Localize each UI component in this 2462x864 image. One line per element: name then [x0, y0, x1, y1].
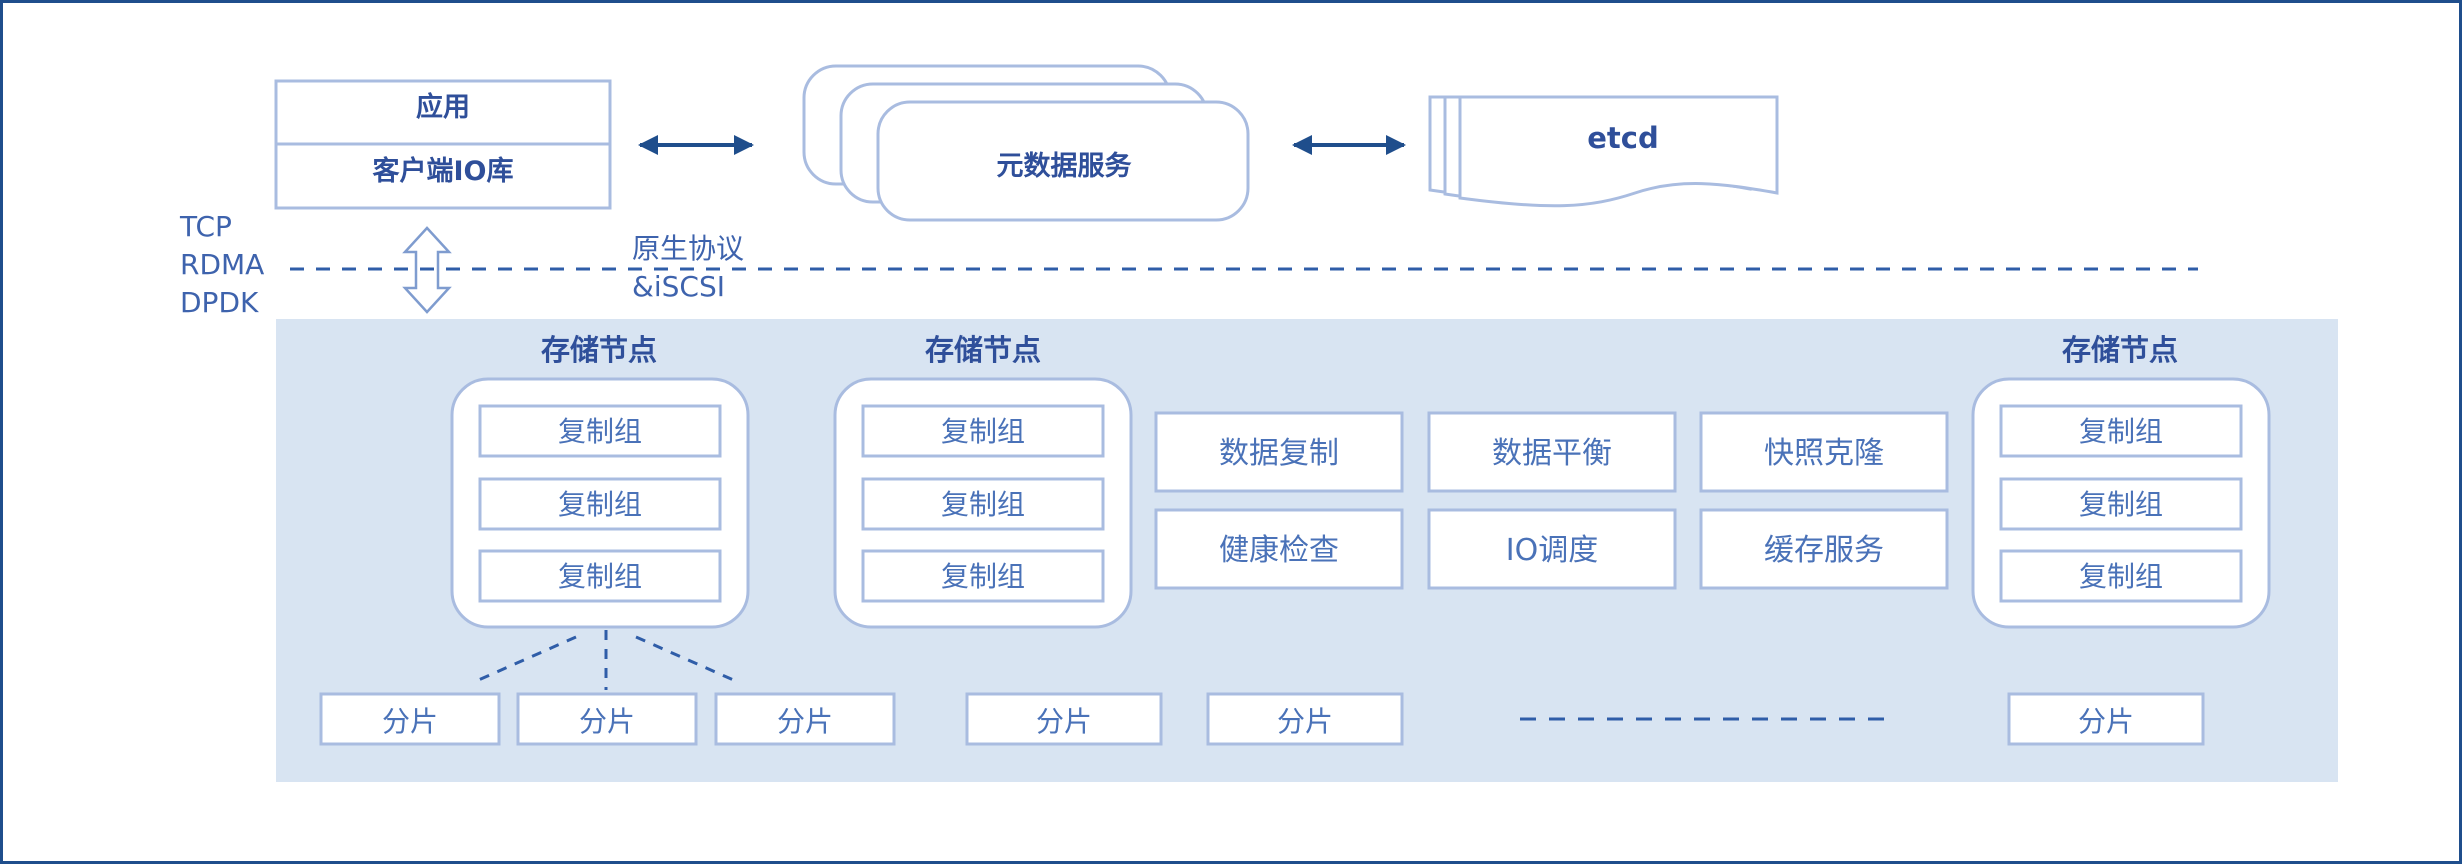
app-client-box: 应用 客户端IO库: [274, 79, 612, 210]
replication-group-label: 复制组: [2079, 488, 2163, 521]
service-label: 数据平衡: [1492, 436, 1612, 471]
metadata-service-label: 元数据服务: [997, 151, 1132, 182]
replication-group: 复制组: [1999, 404, 2243, 458]
etcd-label: etcd: [1587, 121, 1658, 155]
storage-node-title: 存储节点: [541, 333, 657, 367]
replication-group-label: 复制组: [558, 560, 642, 593]
service-box: 健康检查: [1154, 508, 1404, 590]
service-label: 缓存服务: [1764, 533, 1884, 568]
replication-group: 复制组: [478, 404, 722, 458]
protocol-iscsi: &iSCSI: [632, 270, 725, 303]
replication-group: 复制组: [478, 549, 722, 603]
shard-label: 分片: [1036, 705, 1092, 738]
replication-group-label: 复制组: [941, 560, 1025, 593]
node-shard-connectors: [473, 630, 739, 690]
etcd-document-stack: etcd: [1428, 95, 1779, 208]
shard-box: 分片: [1206, 692, 1404, 746]
protocol-dpdk: DPDK: [180, 286, 259, 319]
service-box: 缓存服务: [1699, 508, 1949, 590]
shard-label: 分片: [2078, 705, 2134, 738]
app-label: 应用: [416, 91, 470, 123]
shard-box: 分片: [2007, 692, 2205, 746]
protocol-tcp: TCP: [179, 210, 232, 243]
replication-group: 复制组: [478, 477, 722, 531]
replication-group: 复制组: [861, 549, 1105, 603]
storage-node-title: 存储节点: [925, 333, 1041, 367]
service-box: 数据平衡: [1427, 411, 1677, 493]
shard-label: 分片: [1277, 705, 1333, 738]
replication-group: 复制组: [861, 477, 1105, 531]
replication-group-label: 复制组: [2079, 560, 2163, 593]
protocol-rdma: RDMA: [180, 248, 264, 281]
shard-label: 分片: [382, 705, 438, 738]
replication-group: 复制组: [861, 404, 1105, 458]
metadata-service-stack: 元数据服务: [802, 64, 1250, 222]
replication-group-label: 复制组: [941, 488, 1025, 521]
shard-box: 分片: [714, 692, 896, 746]
replication-group-label: 复制组: [941, 415, 1025, 448]
replication-group-label: 复制组: [2079, 415, 2163, 448]
replication-group: 复制组: [1999, 477, 2243, 531]
service-label: 健康检查: [1219, 533, 1339, 568]
replication-group-label: 复制组: [558, 415, 642, 448]
shard-label: 分片: [777, 705, 833, 738]
shard-box: 分片: [516, 692, 698, 746]
service-label: 快照克隆: [1764, 436, 1884, 471]
service-box: IO调度: [1427, 508, 1677, 590]
protocol-labels-left: TCP RDMA DPDK: [179, 210, 264, 319]
replication-group-label: 复制组: [558, 488, 642, 521]
storage-node-title: 存储节点: [2062, 333, 2178, 367]
shard-box: 分片: [965, 692, 1163, 746]
shard-label: 分片: [579, 705, 635, 738]
protocol-labels-right: 原生协议 &iSCSI: [632, 232, 744, 303]
protocol-native: 原生协议: [632, 232, 744, 265]
service-box: 数据复制: [1154, 411, 1404, 493]
shards-row: 分片 分片 分片 分片 分片 分片: [319, 692, 2205, 746]
service-label: IO调度: [1506, 533, 1598, 568]
client-io-lib-label: 客户端IO库: [373, 155, 514, 187]
service-box: 快照克隆: [1699, 411, 1949, 493]
shard-box: 分片: [319, 692, 501, 746]
service-label: 数据复制: [1219, 436, 1339, 471]
replication-group: 复制组: [1999, 549, 2243, 603]
